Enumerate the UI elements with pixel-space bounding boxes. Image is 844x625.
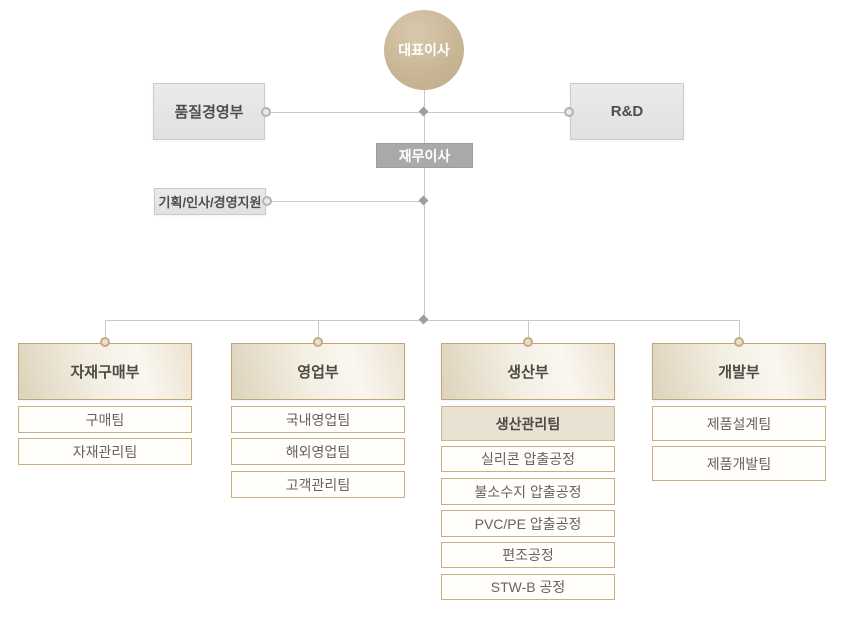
connector-dot-quality <box>261 107 271 117</box>
dept-development: 개발부 <box>652 343 826 400</box>
team-domestic-sales: 국내영업팀 <box>231 406 405 433</box>
team-product-development: 제품개발팀 <box>652 446 826 481</box>
connector-dot-staff <box>262 196 272 206</box>
team-production-management: 생산관리팀 <box>441 406 615 441</box>
process-fluoropolymer-extrusion: 불소수지 압출공정 <box>441 478 615 505</box>
connector-dot-dept4 <box>734 337 744 347</box>
connector-level1-horizontal <box>266 112 569 113</box>
rnd-dept-box: R&D <box>570 83 684 140</box>
quality-management-dept-box: 품질경영부 <box>153 83 265 140</box>
process-braiding: 편조공정 <box>441 542 615 568</box>
junction-diamond-level2 <box>418 314 429 325</box>
team-material-management: 자재관리팀 <box>18 438 192 465</box>
team-overseas-sales: 해외영업팀 <box>231 438 405 465</box>
connector-dot-dept1 <box>100 337 110 347</box>
connector-dot-dept2 <box>313 337 323 347</box>
process-silicone-extrusion: 실리콘 압출공정 <box>441 446 615 472</box>
finance-director-box: 재무이사 <box>376 143 473 168</box>
connector-drop-dept1 <box>105 320 106 343</box>
connector-dot-rnd <box>564 107 574 117</box>
connector-drop-dept2 <box>318 320 319 343</box>
connector-dot-dept3 <box>523 337 533 347</box>
team-product-design: 제품설계팀 <box>652 406 826 441</box>
junction-diamond-level1 <box>418 106 429 117</box>
connector-staff-horizontal <box>267 201 424 202</box>
planning-hr-support-box: 기획/인사/경영지원 <box>154 188 266 215</box>
dept-material-purchasing: 자재구매부 <box>18 343 192 400</box>
ceo-node: 대표이사 <box>384 10 464 90</box>
connector-drop-dept4 <box>739 320 740 343</box>
process-stw-b: STW-B 공정 <box>441 574 615 600</box>
connector-drop-dept3 <box>528 320 529 343</box>
team-purchasing: 구매팀 <box>18 406 192 433</box>
junction-diamond-staff <box>418 195 429 206</box>
process-pvc-pe-extrusion: PVC/PE 압출공정 <box>441 510 615 537</box>
team-customer-management: 고객관리팀 <box>231 471 405 498</box>
dept-sales: 영업부 <box>231 343 405 400</box>
dept-production: 생산부 <box>441 343 615 400</box>
